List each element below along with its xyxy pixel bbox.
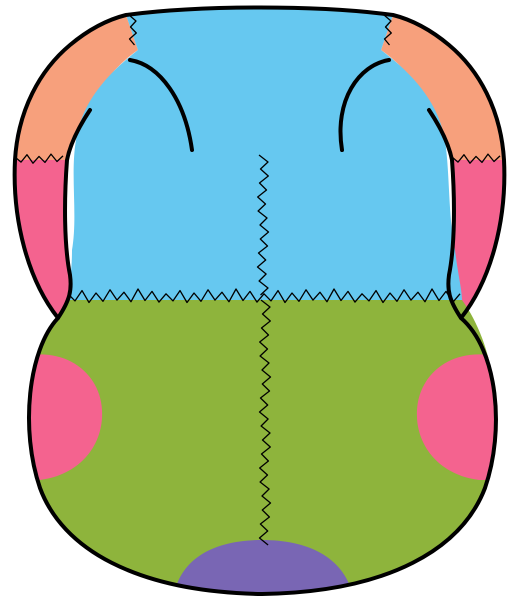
skull-diagram [0, 0, 519, 607]
